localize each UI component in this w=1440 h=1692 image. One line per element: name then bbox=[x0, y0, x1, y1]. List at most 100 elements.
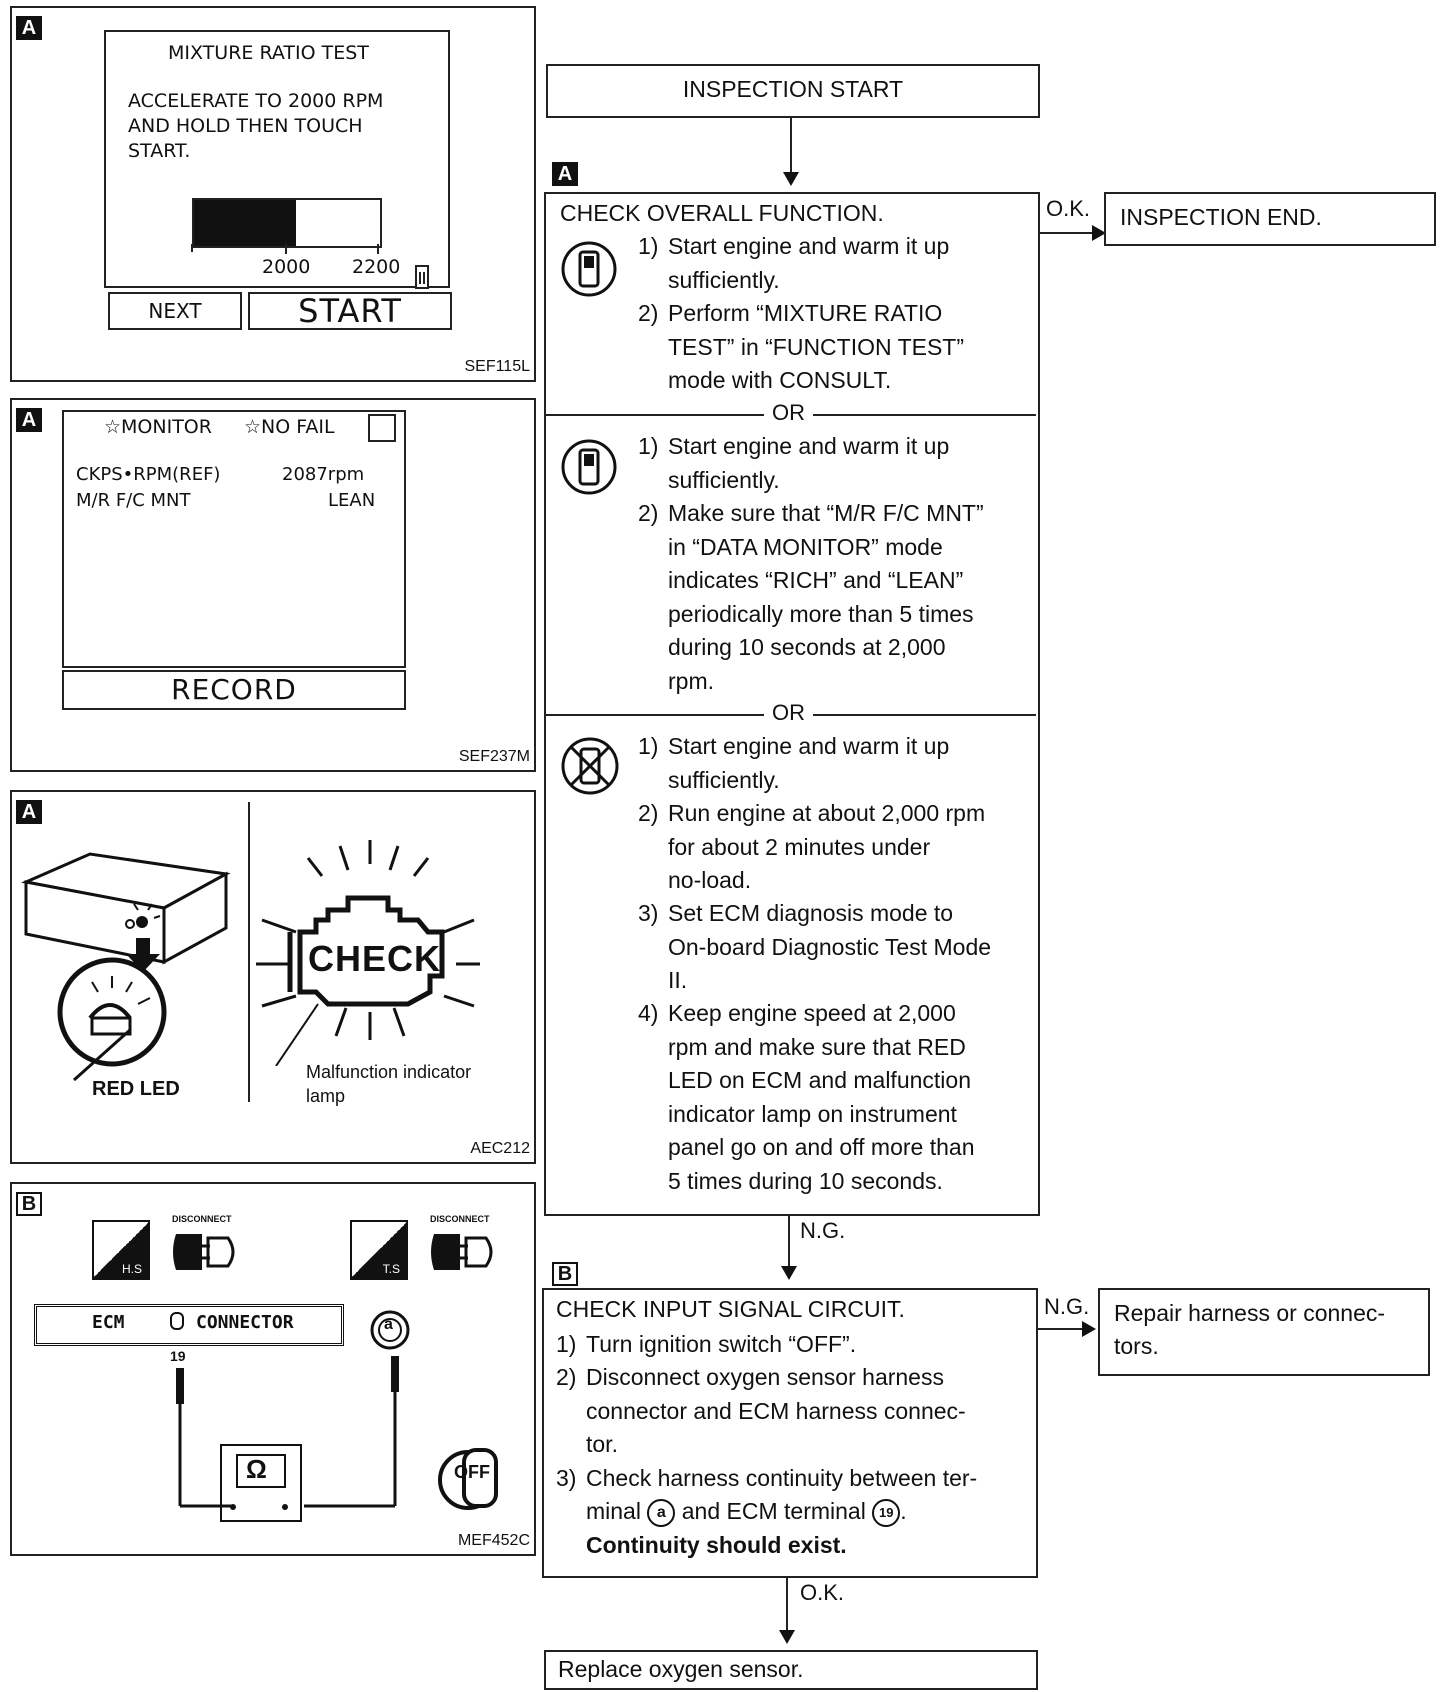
ohmmeter: Ω bbox=[220, 1444, 302, 1522]
finger-pointer-icon bbox=[415, 265, 429, 289]
check-overall-function-title: CHECK OVERALL FUNCTION. bbox=[560, 200, 884, 226]
hs-label: H.S bbox=[121, 1262, 142, 1276]
input-step-3-terminal-line: minal a and ECM terminal 19. bbox=[586, 1495, 907, 1529]
figure-data-monitor: A ☆MONITOR ☆NO FAIL CKPS•RPM(REF) 2087rp… bbox=[10, 398, 536, 772]
next-button[interactable]: NEXT bbox=[108, 292, 242, 330]
ng-label: N.G. bbox=[800, 1218, 846, 1243]
rpm-progress-bar bbox=[192, 198, 382, 248]
consult-icon bbox=[561, 241, 617, 297]
repair-line-2: tors. bbox=[1114, 1333, 1159, 1359]
arrow-right-icon bbox=[1082, 1321, 1096, 1337]
repair-harness-box: Repair harness or connec- tors. bbox=[1098, 1288, 1430, 1376]
consult-screen bbox=[62, 410, 406, 668]
arrow-down-icon bbox=[783, 172, 799, 186]
check-lamp-text: CHECK bbox=[308, 938, 442, 979]
continuity-requirement: Continuity should exist. bbox=[586, 1532, 847, 1558]
mil-label-line-2: lamp bbox=[306, 1086, 346, 1106]
sensor-terminal-a-label: a bbox=[384, 1316, 393, 1333]
figure-red-led-mil: A RED LED bbox=[10, 790, 536, 1164]
disconnect-label: DISCONNECT bbox=[172, 1214, 232, 1224]
consult-screen bbox=[104, 30, 450, 288]
check-input-signal-title: CHECK INPUT SIGNAL CIRCUIT. bbox=[556, 1296, 905, 1322]
arrow-down-icon bbox=[779, 1630, 795, 1644]
figure-code: SEF115L bbox=[464, 358, 530, 375]
figure-tag: A bbox=[16, 16, 42, 40]
ng-label: N.G. bbox=[1044, 1294, 1090, 1319]
no-fail-label: ☆NO FAIL bbox=[244, 416, 335, 438]
terminal-19-pin bbox=[170, 1312, 184, 1330]
red-led-label: RED LED bbox=[92, 1078, 180, 1100]
figure-code: SEF237M bbox=[458, 748, 530, 765]
tick-2200: 2200 bbox=[352, 256, 401, 278]
connector-line bbox=[786, 1576, 788, 1636]
check-engine-lamp-icon bbox=[256, 840, 480, 1066]
inspection-end-text: INSPECTION END. bbox=[1120, 204, 1322, 230]
figure-code: MEF452C bbox=[457, 1532, 530, 1549]
figure-code: AEC212 bbox=[470, 1140, 530, 1157]
probe-jack bbox=[282, 1504, 288, 1510]
divider bbox=[248, 802, 250, 1102]
figure-mixture-ratio-test: A MIXTURE RATIO TEST ACCELERATE TO 2000 … bbox=[10, 6, 536, 382]
connector-disconnect-icon bbox=[431, 1234, 493, 1270]
connector-label: CONNECTOR bbox=[196, 1312, 294, 1333]
repair-line-1: Repair harness or connec- bbox=[1114, 1300, 1386, 1326]
instruction-line-3: START. bbox=[128, 140, 191, 162]
replace-sensor-box: Replace oxygen sensor. bbox=[544, 1650, 1038, 1690]
figure-tag: A bbox=[16, 800, 42, 824]
start-button[interactable]: START bbox=[248, 292, 452, 330]
record-button[interactable]: RECORD bbox=[62, 670, 406, 710]
test-leads bbox=[176, 1356, 399, 1508]
connector-line bbox=[790, 116, 792, 176]
monitor-row-1-value: 2087rpm bbox=[282, 464, 365, 485]
connector-line bbox=[1038, 232, 1098, 234]
monitor-label: ☆MONITOR bbox=[104, 416, 212, 438]
disconnect-label: DISCONNECT bbox=[430, 1214, 490, 1224]
ignition-key-off-icon bbox=[438, 1448, 498, 1510]
instruction-line-2: AND HOLD THEN TOUCH bbox=[128, 115, 363, 137]
arrow-right-icon bbox=[1092, 225, 1106, 241]
ts-label: T.S bbox=[382, 1262, 400, 1276]
ecm-connector bbox=[34, 1304, 344, 1346]
probe-jack bbox=[230, 1504, 236, 1510]
rpm-progress-fill bbox=[194, 200, 297, 246]
ohmmeter-display bbox=[236, 1454, 286, 1488]
monitor-row-2-name: M/R F/C MNT bbox=[76, 490, 191, 511]
record-checkbox[interactable] bbox=[368, 414, 396, 442]
monitor-row-2-value: LEAN bbox=[328, 490, 376, 511]
figure-tag: B bbox=[16, 1192, 42, 1216]
ok-label: O.K. bbox=[800, 1580, 845, 1605]
ok-label: O.K. bbox=[1046, 196, 1091, 221]
ecm-red-led-illustration bbox=[20, 852, 231, 1082]
instruction-line-1: ACCELERATE TO 2000 RPM bbox=[128, 90, 384, 112]
ignition-hs-icon: H.S bbox=[92, 1220, 150, 1280]
or-label: OR bbox=[764, 700, 813, 726]
no-consult-icon bbox=[561, 737, 619, 795]
replace-sensor-text: Replace oxygen sensor. bbox=[558, 1656, 804, 1682]
terminal-19-label: 19 bbox=[170, 1348, 186, 1364]
mil-label-line-1: Malfunction indicator bbox=[306, 1062, 472, 1082]
screen-title: MIXTURE RATIO TEST bbox=[168, 42, 369, 64]
terminal-19-badge: 19 bbox=[872, 1499, 901, 1527]
sensor-terminal-a bbox=[370, 1310, 410, 1350]
arrow-down-icon bbox=[781, 1266, 797, 1280]
inspection-start-text: INSPECTION START bbox=[682, 76, 904, 102]
figure-harness-continuity: B H.S DISCONNECT T.S DISCONNECT ECM CONN… bbox=[10, 1182, 536, 1556]
inspection-end-box: INSPECTION END. bbox=[1104, 192, 1436, 246]
connector-line bbox=[1036, 1328, 1086, 1330]
tick-2000: 2000 bbox=[262, 256, 311, 278]
figure-tag: A bbox=[16, 408, 42, 432]
connector-disconnect-icon bbox=[173, 1234, 235, 1270]
ecm-label: ECM bbox=[92, 1312, 125, 1333]
check-input-signal-box bbox=[542, 1288, 1038, 1578]
ohm-symbol: Ω bbox=[246, 1454, 267, 1484]
or-label: OR bbox=[764, 400, 813, 426]
ignition-ts-icon: T.S bbox=[350, 1220, 408, 1280]
consult-icon bbox=[561, 439, 617, 495]
connector-line bbox=[788, 1214, 790, 1270]
step-tag-a: A bbox=[552, 162, 578, 186]
step-tag-b: B bbox=[552, 1262, 578, 1286]
rpm-scale bbox=[191, 244, 379, 254]
monitor-row-1-name: CKPS•RPM(REF) bbox=[76, 464, 221, 485]
terminal-a-badge: a bbox=[647, 1499, 676, 1527]
off-label: OFF bbox=[454, 1462, 490, 1482]
